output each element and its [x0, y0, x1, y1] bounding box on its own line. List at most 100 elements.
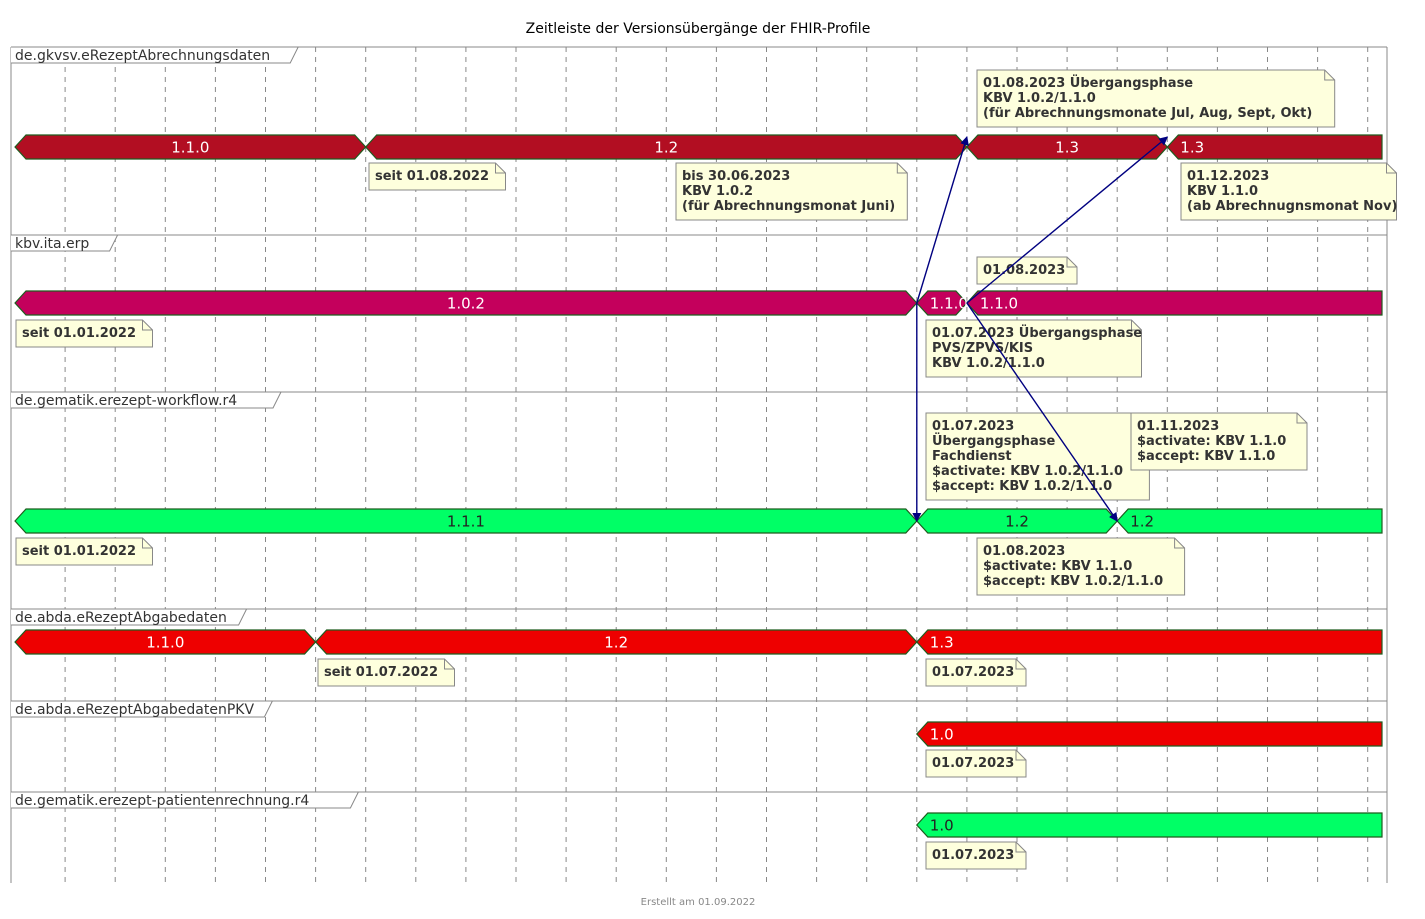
version-label: 1.0	[930, 726, 954, 744]
note-line: seit 01.01.2022	[22, 326, 136, 341]
version-bar	[1166, 134, 1383, 160]
version-label: 1.1.0	[146, 634, 184, 652]
note-line: Übergangsphase	[932, 433, 1056, 449]
lane-name: de.abda.eRezeptAbgabedatenPKV	[15, 702, 254, 718]
note: 01.08.2023	[976, 256, 1078, 285]
version-label: 1.0	[930, 817, 954, 835]
note-line: 01.07.2023	[932, 756, 1014, 771]
lane-name: de.gkvsv.eRezeptAbrechnungsdaten	[15, 48, 270, 64]
version-label: 1.2	[604, 634, 628, 652]
lane-de.gematik.erezept-patientenrechnung.r4: de.gematik.erezept-patientenrechnung.r4 1…	[11, 791, 1387, 838]
version-bar	[915, 629, 1383, 655]
note-fold	[142, 320, 153, 331]
version-label: 1.3	[930, 634, 954, 652]
note-fold	[1386, 163, 1397, 174]
note-line: PVS/ZPVS/KIS	[932, 341, 1033, 356]
note: 01.07.2023	[925, 658, 1027, 687]
note-box	[925, 658, 1027, 687]
version-label: 1.0.2	[447, 295, 485, 313]
note-fold	[1296, 413, 1307, 424]
note-fold	[495, 163, 506, 174]
note-box	[1180, 162, 1397, 221]
note-line: seit 01.07.2022	[324, 665, 438, 680]
note-line: (für Abrechnungsmonate Jul, Aug, Sept, O…	[983, 106, 1312, 121]
note-line: 01.08.2023	[983, 544, 1065, 559]
note-line: KBV 1.0.2/1.1.0	[983, 91, 1096, 106]
note-box	[317, 658, 455, 687]
version-bar	[966, 290, 1383, 316]
lane-name: de.gematik.erezept-workflow.r4	[15, 393, 237, 409]
note-box	[368, 162, 506, 191]
note-fold	[1174, 538, 1185, 549]
lanes: de.gkvsv.eRezeptAbrechnungsdaten 1.1.0 1.2…	[11, 46, 1387, 838]
lane-name-tab	[11, 700, 274, 718]
version-label: 1.3	[1055, 139, 1079, 157]
note: 01.11.2023$activate: KBV 1.1.0$accept: K…	[1130, 412, 1308, 471]
transition-arrow	[966, 302, 1118, 522]
version-label: 1.1.0	[980, 295, 1018, 313]
note-line: 01.07.2023 Übergangsphase	[932, 325, 1142, 341]
version-bar	[915, 812, 1383, 838]
note-box	[15, 537, 153, 566]
note-fold	[1066, 257, 1077, 268]
note-box	[925, 841, 1027, 870]
note-line: KBV 1.0.2/1.1.0	[932, 356, 1045, 371]
note: 01.07.2023ÜbergangsphaseFachdienst$activ…	[925, 412, 1150, 501]
lane-de.abda.eRezeptAbgabedatenPKV: de.abda.eRezeptAbgabedatenPKV 1.0	[11, 700, 1387, 747]
note-line: 01.08.2023	[983, 263, 1065, 278]
note-line: seit 01.01.2022	[22, 544, 136, 559]
note-line: seit 01.08.2022	[375, 169, 489, 184]
note-box	[15, 319, 153, 348]
note-line: 01.07.2023	[932, 419, 1014, 434]
lane-name: kbv.ita.erp	[15, 236, 89, 252]
note-fold	[444, 659, 455, 670]
version-bar	[915, 721, 1383, 747]
note-box	[976, 69, 1336, 128]
note-line: (ab Abrechnugnsmonat Nov)	[1187, 199, 1397, 214]
transition-arrows	[912, 136, 1169, 522]
lane-name-tab	[11, 791, 360, 809]
note-line: KBV 1.0.2	[682, 184, 753, 199]
note-fold	[896, 163, 908, 174]
note-line: 01.07.2023	[932, 665, 1014, 680]
note-fold	[1015, 750, 1026, 761]
note: seit 01.01.2022	[15, 319, 153, 348]
note-line: $activate: KBV 1.0.2/1.1.0	[932, 464, 1123, 479]
note-box	[976, 256, 1078, 285]
note-fold	[142, 538, 153, 549]
transition-arrow	[916, 136, 969, 304]
note: seit 01.01.2022	[15, 537, 153, 566]
lane-name-tab	[11, 608, 248, 626]
note: 01.07.2023 ÜbergangsphasePVS/ZPVS/KISKBV…	[925, 319, 1142, 378]
note: 01.07.2023	[925, 841, 1027, 870]
transition-arrow	[966, 136, 1169, 304]
version-bar	[1116, 508, 1383, 534]
version-label: 1.1.0	[171, 139, 209, 157]
note-fold	[1324, 70, 1335, 81]
footer-created: Erstellt am 01.09.2022	[641, 897, 756, 908]
note-box	[925, 319, 1142, 378]
note-fold	[1015, 842, 1026, 853]
version-label: 1.3	[1180, 139, 1204, 157]
lane-name-tab	[11, 391, 282, 409]
diagram-title: Zeitleiste der Versionsübergänge der FHI…	[526, 21, 871, 37]
note: seit 01.08.2022	[368, 162, 506, 191]
note-line: 01.08.2023 Übergangsphase	[983, 75, 1193, 91]
note-line: 01.07.2023	[932, 848, 1014, 863]
lane-name-tab	[11, 234, 119, 252]
note-box	[925, 749, 1027, 778]
note-line: Fachdienst	[932, 449, 1012, 464]
version-label: 1.2	[1130, 513, 1154, 531]
note-fold	[1015, 659, 1026, 670]
note-line: (für Abrechnungsmonat Juni)	[682, 199, 895, 214]
lane-name: de.gematik.erezept-patientenrechnung.r4	[15, 793, 309, 809]
note-box	[976, 537, 1186, 596]
lane-name-tab	[11, 46, 300, 64]
